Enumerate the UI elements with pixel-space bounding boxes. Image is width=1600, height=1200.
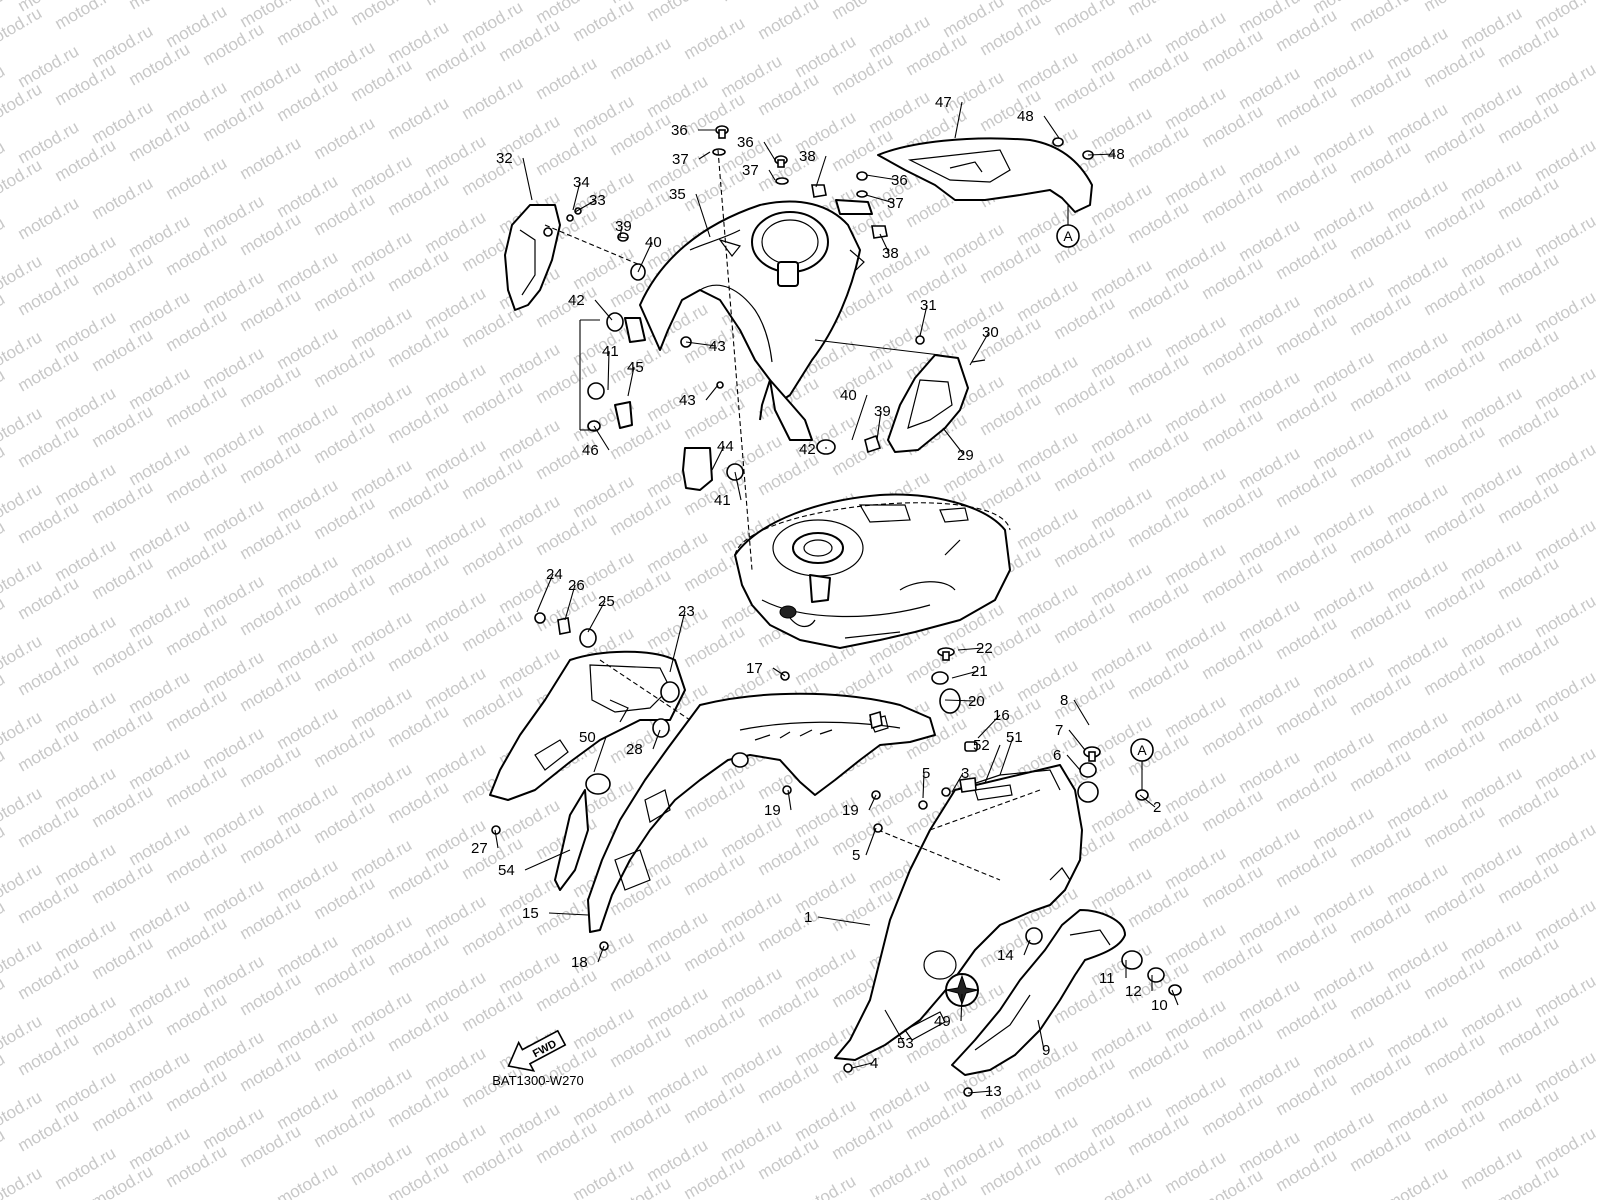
callout-label-8: 8 (1060, 692, 1068, 709)
callout-label-43: 43 (679, 392, 696, 409)
callout-label-28: 28 (626, 741, 643, 758)
callout-label-5: 5 (852, 847, 860, 864)
callout-leader-line (851, 1062, 873, 1069)
callout-label-34: 34 (573, 174, 590, 191)
callout-leader-line (817, 916, 871, 926)
callout-label-13: 13 (985, 1083, 1002, 1100)
callout-label-41: 41 (602, 343, 619, 360)
callout-label-2: 2 (1153, 799, 1161, 816)
callout-leader-line (1023, 939, 1031, 956)
callout-label-39: 39 (615, 218, 632, 235)
callout-label-37: 37 (887, 195, 904, 212)
callout-label-43: 43 (709, 338, 726, 355)
callout-label-36: 36 (891, 172, 908, 189)
diagram-code: BAT1300-W270 (492, 1073, 584, 1088)
callout-leader-line (815, 155, 827, 188)
callout-label-21: 21 (971, 663, 988, 680)
callout-label-42: 42 (568, 292, 585, 309)
callout-label-17: 17 (746, 660, 763, 677)
callout-label-6: 6 (1053, 747, 1061, 764)
callout-leader-line (768, 169, 776, 181)
callout-label-16: 16 (993, 707, 1010, 724)
callout-label-35: 35 (669, 186, 686, 203)
upper-front-cover (877, 137, 1094, 213)
callout-label-3: 3 (961, 765, 969, 782)
callout-leader-line (954, 101, 963, 139)
callout-leader-line (865, 827, 877, 856)
callout-label-37: 37 (672, 151, 689, 168)
callout-label-39: 39 (874, 403, 891, 420)
callout-label-19: 19 (842, 802, 859, 819)
fwd-label: FWD (531, 1038, 559, 1060)
callout-label-4: 4 (870, 1055, 878, 1072)
callout-label-30: 30 (982, 324, 999, 341)
callout-label-51: 51 (1006, 729, 1023, 746)
callout-leader-line (1043, 115, 1060, 139)
callout-label-15: 15 (522, 905, 539, 922)
callout-label-36: 36 (737, 134, 754, 151)
callout-leader-line (669, 610, 686, 673)
callout-label-1: 1 (804, 909, 812, 926)
callout-label-10: 10 (1151, 997, 1168, 1014)
callout-label-38: 38 (799, 148, 816, 165)
callout-label-33: 33 (589, 192, 606, 209)
callout-label-24: 24 (546, 566, 563, 583)
callout-label-44: 44 (717, 438, 734, 455)
callout-label-47: 47 (935, 94, 952, 111)
callout-label-18: 18 (571, 954, 588, 971)
callout-label-50: 50 (579, 729, 596, 746)
callout-leader-line (1066, 754, 1081, 771)
ref-marker-bottom-label: A (1137, 742, 1147, 758)
callout-label-52: 52 (973, 737, 990, 754)
callout-label-7: 7 (1055, 722, 1063, 739)
callout-leader-line (763, 141, 776, 161)
fuel-tank (734, 493, 1011, 649)
callout-label-45: 45 (627, 359, 644, 376)
callout-leader-line (594, 299, 613, 321)
callout-label-29: 29 (957, 447, 974, 464)
tank-top-cover (639, 200, 865, 441)
callout-leader-line (1073, 699, 1090, 726)
callout-leader-line (695, 193, 711, 238)
callout-label-19: 19 (764, 802, 781, 819)
callout-label-40: 40 (645, 234, 662, 251)
callout-label-20: 20 (968, 693, 985, 710)
callout-label-11: 11 (1099, 970, 1115, 987)
callout-label-48: 48 (1108, 146, 1125, 163)
callout-leader-line (698, 151, 711, 160)
callout-label-36: 36 (671, 122, 688, 139)
callout-label-12: 12 (1125, 983, 1142, 1000)
callout-label-22: 22 (976, 640, 993, 657)
callout-label-31: 31 (920, 297, 937, 314)
ref-marker-bottom: A (1130, 738, 1154, 790)
callout-label-14: 14 (997, 947, 1014, 964)
callout-label-48: 48 (1017, 108, 1034, 125)
callout-label-37: 37 (742, 162, 759, 179)
forward-direction-arrow: FWD (507, 1029, 567, 1072)
callout-label-5: 5 (922, 765, 930, 782)
callout-label-54: 54 (498, 862, 515, 879)
callout-label-46: 46 (582, 442, 599, 459)
callout-leader-line (522, 157, 533, 201)
ref-marker-top-label: A (1063, 228, 1073, 244)
callout-label-25: 25 (598, 593, 615, 610)
callout-label-26: 26 (568, 577, 585, 594)
callout-leader-line (705, 384, 719, 401)
callout-label-9: 9 (1042, 1042, 1050, 1059)
callout-label-23: 23 (678, 603, 695, 620)
callout-leader-line (548, 912, 589, 916)
callout-label-53: 53 (897, 1035, 914, 1052)
callout-leader-line (1068, 729, 1086, 751)
callout-label-42: 42 (799, 441, 816, 458)
callout-label-41: 41 (714, 492, 731, 509)
callout-label-38: 38 (882, 245, 899, 262)
callout-label-32: 32 (496, 150, 513, 167)
callout-label-27: 27 (471, 840, 488, 857)
callout-label-40: 40 (840, 387, 857, 404)
callout-label-49: 49 (934, 1013, 951, 1030)
